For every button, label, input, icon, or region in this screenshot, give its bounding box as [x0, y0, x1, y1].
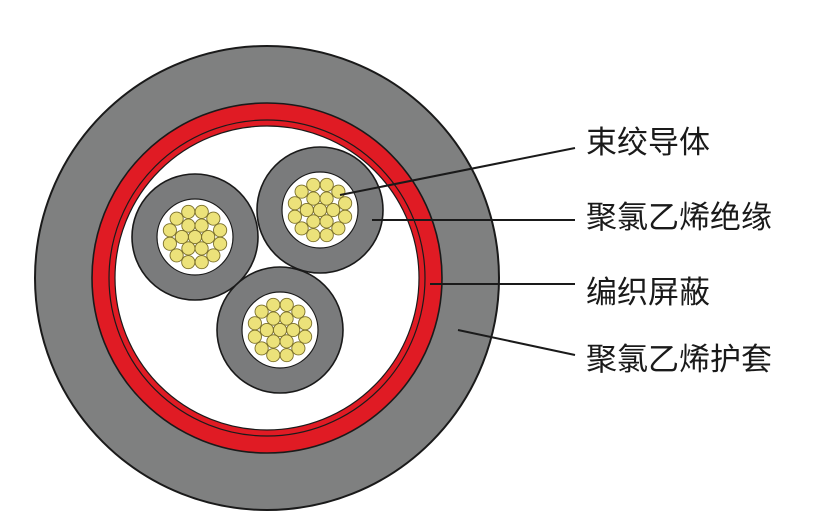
conductor-strand — [259, 322, 274, 338]
insulated-core-bottom — [216, 266, 344, 394]
conductor-strand — [213, 223, 228, 238]
conductor-strand — [194, 255, 209, 270]
conductor-strand — [319, 177, 334, 192]
conductor-strand — [299, 202, 314, 218]
conductor-strand — [331, 184, 346, 199]
conductor-strand — [291, 341, 306, 356]
conductor-strand — [298, 329, 313, 344]
conductor-strand — [266, 311, 281, 326]
conductor-strand — [254, 304, 269, 319]
insulated-core-upper-right — [256, 146, 384, 274]
conductor-strand — [181, 241, 196, 256]
conductor-strand — [247, 316, 262, 331]
conductor-strand — [331, 221, 346, 236]
conductor-strand — [306, 228, 321, 243]
shield-label: 编织屏蔽 — [586, 275, 710, 311]
conductor-strand — [181, 255, 196, 270]
conductor-strand — [319, 191, 334, 206]
conductor-strand — [286, 322, 301, 338]
conductor-strand — [213, 236, 228, 251]
conductor-strand — [279, 297, 294, 312]
inner-filler-outline — [108, 119, 426, 437]
insulation-label: 聚氯乙烯绝缘 — [586, 200, 772, 236]
conductor-strand — [306, 191, 321, 206]
conductor-strand — [181, 204, 196, 219]
conductor-strand — [326, 202, 341, 218]
conductor-strand — [162, 223, 177, 238]
conductor-strand — [319, 228, 334, 243]
conductor-strand — [338, 209, 353, 224]
conductor-strand — [298, 316, 313, 331]
conductor-strand — [169, 248, 184, 263]
conductor-strand — [254, 341, 269, 356]
conductor-strand — [169, 211, 184, 226]
conductor-strand — [338, 196, 353, 211]
conductor-strand — [194, 218, 209, 233]
conductor-strand — [279, 348, 294, 363]
conductor-strand — [162, 236, 177, 251]
conductor-strand — [194, 204, 209, 219]
conductor-label: 束绞导体 — [586, 125, 710, 161]
conductor-strand — [247, 329, 262, 344]
conductor-strand — [272, 322, 288, 338]
conductor-strand — [287, 209, 302, 224]
conductor-strand — [206, 248, 221, 263]
conductor-strand — [266, 348, 281, 363]
conductor-strand — [194, 241, 209, 256]
conductor-strand — [206, 211, 221, 226]
conductor-strand — [279, 311, 294, 326]
conductor-strand — [319, 214, 334, 229]
conductor-strand — [279, 334, 294, 349]
conductor-strand — [174, 229, 189, 245]
conductor-strand — [287, 196, 302, 211]
conductor-strand — [187, 229, 203, 245]
leader-line-conductor — [339, 147, 576, 196]
conductor-strand — [266, 297, 281, 312]
conductor-strand — [312, 202, 328, 218]
sheath-label: 聚氯乙烯护套 — [586, 342, 772, 378]
conductor-strand — [291, 304, 306, 319]
conductor-strand — [201, 229, 216, 245]
conductor-strand — [294, 221, 309, 236]
leader-line-sheath — [457, 329, 576, 356]
insulated-core-upper-left — [131, 173, 259, 301]
conductor-strand — [306, 214, 321, 229]
conductor-strand — [294, 184, 309, 199]
conductor-strand — [306, 177, 321, 192]
conductor-strand — [266, 334, 281, 349]
conductor-strand — [181, 218, 196, 233]
